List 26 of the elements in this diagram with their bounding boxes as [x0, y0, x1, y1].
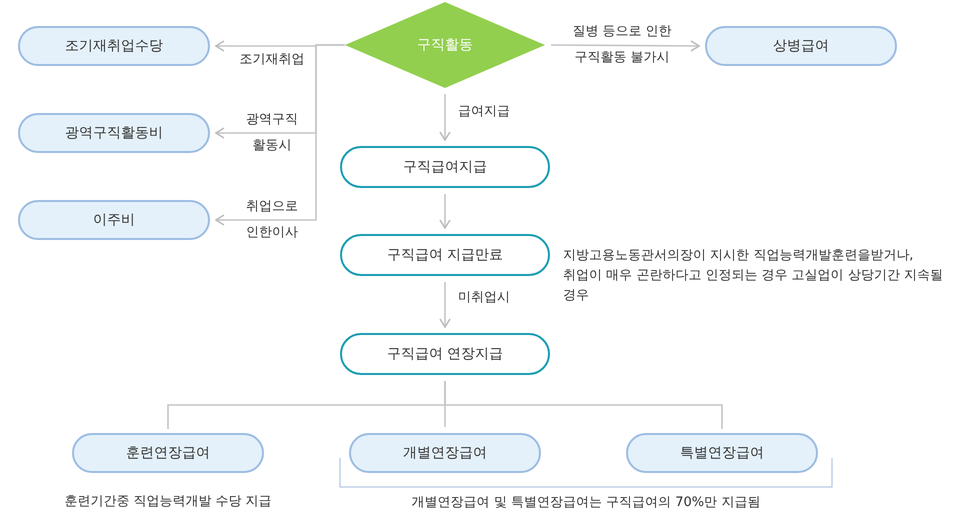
benefit-box: 이주비 [18, 200, 210, 240]
benefit-box: 특별연장급여 [626, 433, 818, 473]
process-box: 구직급여 연장지급 [340, 333, 550, 375]
benefit-box: 광역구직활동비 [18, 113, 210, 153]
arrow [551, 40, 700, 52]
edge-label: 질병 등으로 인한 구직활동 불가시 [571, 23, 673, 67]
process-box: 구직급여 지급만료 [340, 234, 550, 276]
edge-label: 미취업시 [458, 289, 510, 307]
arrow [439, 194, 451, 229]
arrow [439, 94, 451, 141]
edge-label: 급여지급 [458, 103, 510, 121]
arrow [439, 282, 451, 328]
note-text: 지방고용노동관서의장이 지시한 직업능력개발훈련을받거나, 취업이 매우 곤란하다고 인정되는 경우 고실업이 상당기간 지속될 경우 [563, 247, 944, 305]
process-box: 구직급여지급 [340, 146, 550, 188]
note-text: 개별연장급여 및 특별연장급여는 구직급여의 70%만 지급됨 [410, 494, 762, 512]
caption-text: 훈련기간중 직업능력개발 수당 지급 [63, 493, 273, 511]
decision-diamond: 구직활동 [345, 2, 545, 88]
benefit-box: 상병급여 [705, 26, 897, 66]
edge-label: 취업으로 인한이사 [245, 198, 299, 242]
benefit-box: 조기재취업수당 [18, 26, 210, 66]
benefit-box: 개별연장급여 [349, 433, 541, 473]
arrow [215, 44, 345, 226]
edge-label: 조기재취업 [238, 51, 306, 69]
edge-label: 광역구직 활동시 [245, 111, 299, 155]
connector-line [444, 381, 723, 429]
benefit-box: 훈련연장급여 [72, 433, 264, 473]
